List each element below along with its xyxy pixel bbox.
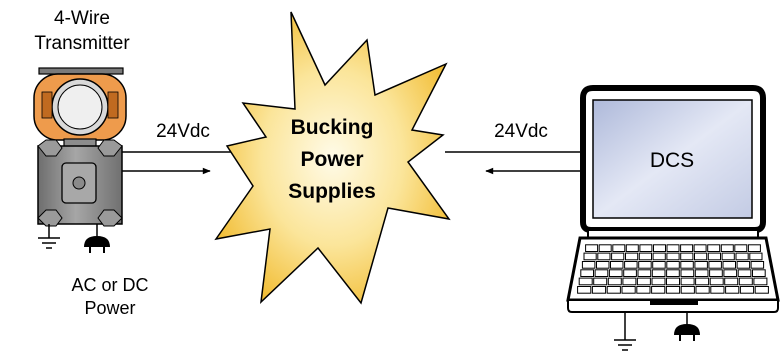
keyboard-key <box>585 244 599 253</box>
transmitter-icon <box>33 67 127 227</box>
keyboard-key <box>754 286 769 294</box>
keyboard-key <box>611 252 625 261</box>
power-label-line2: Power <box>84 298 135 318</box>
keyboard-key <box>747 244 761 253</box>
keyboard-key <box>752 269 766 277</box>
keyboard-key <box>625 244 639 253</box>
keyboard-key <box>666 244 680 253</box>
center-label-line1: Bucking <box>291 116 374 139</box>
keyboard-key <box>651 269 666 277</box>
keyboard-key <box>636 277 651 286</box>
keyboard-key <box>665 286 681 294</box>
keyboard-key <box>695 286 710 294</box>
power-label-line1: AC or DC <box>71 275 148 295</box>
keyboard-key <box>638 252 652 261</box>
keyboard-key <box>581 261 596 269</box>
keyboard-key <box>606 286 621 294</box>
keyboard-key <box>708 261 722 269</box>
keyboard-key <box>734 244 748 253</box>
keyboard-key <box>639 244 653 253</box>
center-label-line3: Supplies <box>288 180 376 203</box>
keyboard-key <box>680 244 694 253</box>
keyboard-key <box>680 277 695 286</box>
keyboard-key <box>597 252 611 261</box>
keyboard-key <box>636 286 651 294</box>
keyboard-key <box>707 244 721 253</box>
laptop-icon <box>566 85 780 313</box>
keyboard <box>577 244 769 294</box>
keyboard-key <box>651 286 666 294</box>
keyboard-key <box>724 277 739 286</box>
laptop-power-plug-icon <box>674 312 700 341</box>
keyboard-key <box>623 269 637 277</box>
keyboard-key <box>722 261 736 269</box>
keyboard-key <box>680 269 695 277</box>
keyboard-key <box>596 261 610 269</box>
keyboard-key <box>583 252 597 261</box>
keyboard-key <box>666 277 680 286</box>
keyboard-key <box>578 277 593 286</box>
transmitter-title-line2: Transmitter <box>34 33 130 54</box>
keyboard-key <box>593 277 608 286</box>
keyboard-key <box>710 286 725 294</box>
keyboard-key <box>725 286 740 294</box>
power-plug-icon <box>84 224 110 253</box>
keyboard-key <box>749 252 763 261</box>
keyboard-key <box>591 286 607 294</box>
keyboard-key <box>694 269 709 277</box>
keyboard-key <box>651 277 666 286</box>
keyboard-key <box>594 269 609 277</box>
keyboard-key <box>612 244 626 253</box>
keyboard-key <box>666 252 680 261</box>
transmitter-title-line1: 4-Wire <box>54 8 110 29</box>
keyboard-key <box>736 261 751 269</box>
laptop-screen-label: DCS <box>650 149 694 172</box>
keyboard-key <box>693 244 707 253</box>
keyboard-key <box>738 277 753 286</box>
keyboard-key <box>750 261 765 269</box>
keyboard-key <box>637 269 652 277</box>
keyboard-key <box>709 269 723 277</box>
keyboard-key <box>680 252 694 261</box>
keyboard-key <box>622 277 637 286</box>
keyboard-key <box>610 261 624 269</box>
laptop-ground-icon <box>614 312 636 351</box>
keyboard-key <box>608 269 623 277</box>
keyboard-key <box>680 261 694 269</box>
keyboard-key <box>723 269 738 277</box>
keyboard-key <box>598 244 612 253</box>
center-label-line2: Power <box>300 148 363 171</box>
keyboard-key <box>625 252 639 261</box>
keyboard-key <box>720 244 734 253</box>
ground-icon <box>38 224 60 249</box>
keyboard-key <box>580 269 594 277</box>
starburst-shape <box>214 11 451 305</box>
keyboard-key <box>735 252 749 261</box>
keyboard-key <box>694 261 708 269</box>
keyboard-key <box>695 277 710 286</box>
keyboard-key <box>607 277 622 286</box>
keyboard-key <box>577 286 592 294</box>
keyboard-key <box>652 261 666 269</box>
keyboard-key <box>652 252 666 261</box>
keyboard-key <box>638 261 652 269</box>
left-voltage-label: 24Vdc <box>156 121 210 142</box>
keyboard-key <box>666 261 680 269</box>
keyboard-key <box>624 261 638 269</box>
keyboard-key <box>721 252 735 261</box>
keyboard-key <box>680 286 695 294</box>
keyboard-key <box>753 277 768 286</box>
keyboard-key <box>666 269 680 277</box>
keyboard-key <box>737 269 752 277</box>
keyboard-key <box>739 286 755 294</box>
right-voltage-label: 24Vdc <box>494 121 548 142</box>
keyboard-key <box>694 252 708 261</box>
keyboard-key <box>709 277 724 286</box>
keyboard-key <box>621 286 636 294</box>
keyboard-key <box>707 252 721 261</box>
keyboard-key <box>653 244 666 253</box>
